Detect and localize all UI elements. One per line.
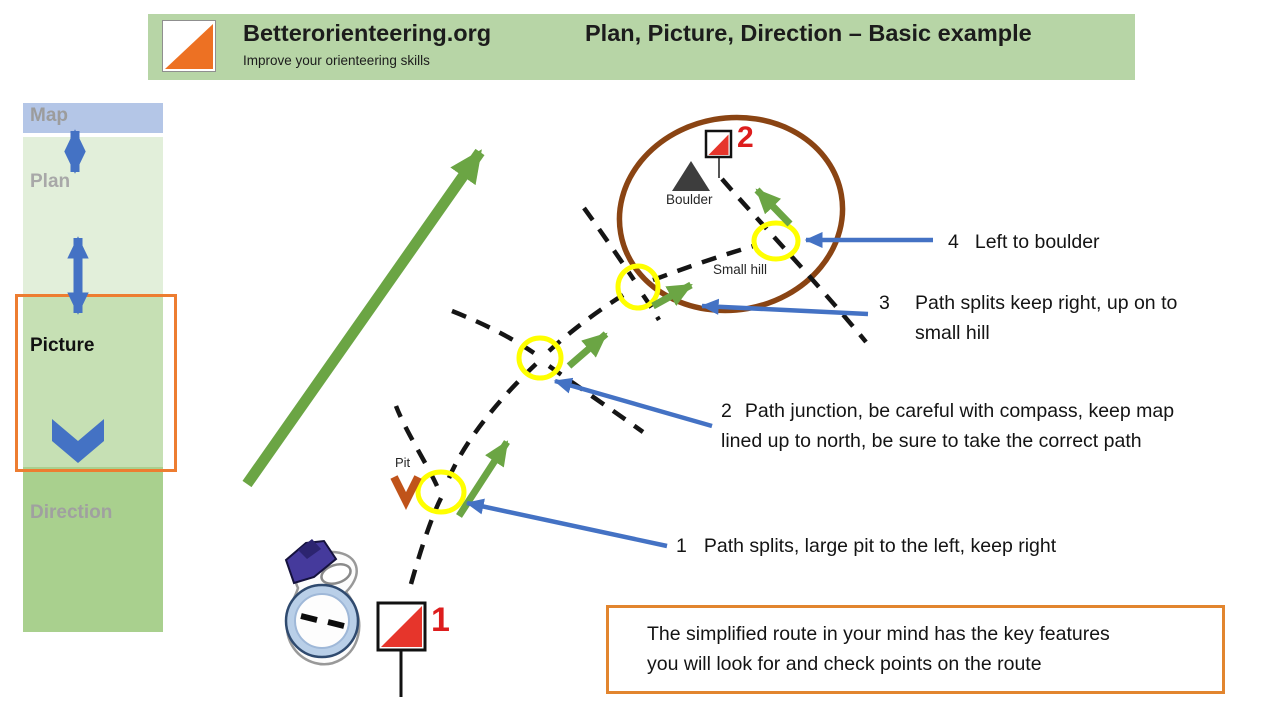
annotation-4-text: Left to boulder	[974, 231, 1100, 253]
pit-label: Pit	[395, 455, 411, 470]
sidebar-item-direction: Direction	[30, 502, 113, 523]
annotation-3-number: 3	[879, 292, 890, 314]
annotation-1-text: Path splits, large pit to the left, keep…	[703, 535, 1057, 557]
sidebar-item-picture: Picture	[30, 335, 95, 356]
compass-icon	[284, 539, 361, 666]
header-banner	[148, 14, 1135, 80]
annotation-2-number: 2	[721, 400, 732, 422]
boulder-label: Boulder	[666, 192, 713, 207]
active-step-highlight-frame	[15, 294, 177, 472]
sidebar-item-map: Map	[30, 105, 68, 126]
control-flag-2-icon	[704, 129, 733, 178]
sidebar-step-map-block	[23, 103, 163, 133]
brand-logo-flag-icon	[162, 20, 216, 72]
small-hill-label: Small hill	[713, 262, 768, 277]
annotation-3-line2: small hill	[915, 321, 990, 344]
brand-name: Betterorienteering.org	[243, 20, 492, 46]
annotation-3: 3 Path splits keep right, up on to small…	[879, 289, 1177, 348]
small-hill-ellipse	[616, 114, 846, 314]
main-bearing-arrow	[242, 148, 485, 488]
boulder-icon	[672, 161, 710, 191]
sidebar-item-plan: Plan	[30, 171, 71, 192]
sidebar-step-plan-block	[23, 137, 163, 297]
annotation-4-number: 4	[948, 231, 959, 253]
sidebar-step-direction-block	[23, 467, 163, 632]
annotation-2-line2: lined up to north, be sure to take the c…	[721, 429, 1142, 452]
logo-orange-triangle	[165, 24, 213, 69]
summary-note-box: The simplified route in your mind has th…	[606, 605, 1225, 694]
annotation-1: 1 Path splits, large pit to the left, kee…	[676, 532, 1056, 562]
control-1-number: 1	[431, 601, 450, 639]
annotation-2: 2 Path junction, be careful with compass,…	[721, 397, 1174, 456]
annotation-2-line1: Path junction, be careful with compass, …	[744, 400, 1175, 422]
annotation-pointer-arrows	[465, 231, 933, 549]
annotation-1-number: 1	[676, 535, 687, 557]
page-title: Plan, Picture, Direction – Basic example	[585, 20, 1032, 46]
pit-icon	[390, 475, 422, 510]
annotation-3-line1: Path splits keep right, up on to	[915, 292, 1178, 314]
summary-note-line2: you will look for and check points on th…	[647, 653, 1042, 675]
annotation-4: 4 Left to boulder	[948, 228, 1100, 258]
brand-tagline: Improve your orienteering skills	[243, 53, 430, 68]
summary-note-line1: The simplified route in your mind has th…	[647, 623, 1110, 645]
dashed-trail-network	[393, 177, 868, 585]
control-flag-1-icon	[376, 601, 427, 697]
control-2-number: 2	[737, 121, 754, 154]
